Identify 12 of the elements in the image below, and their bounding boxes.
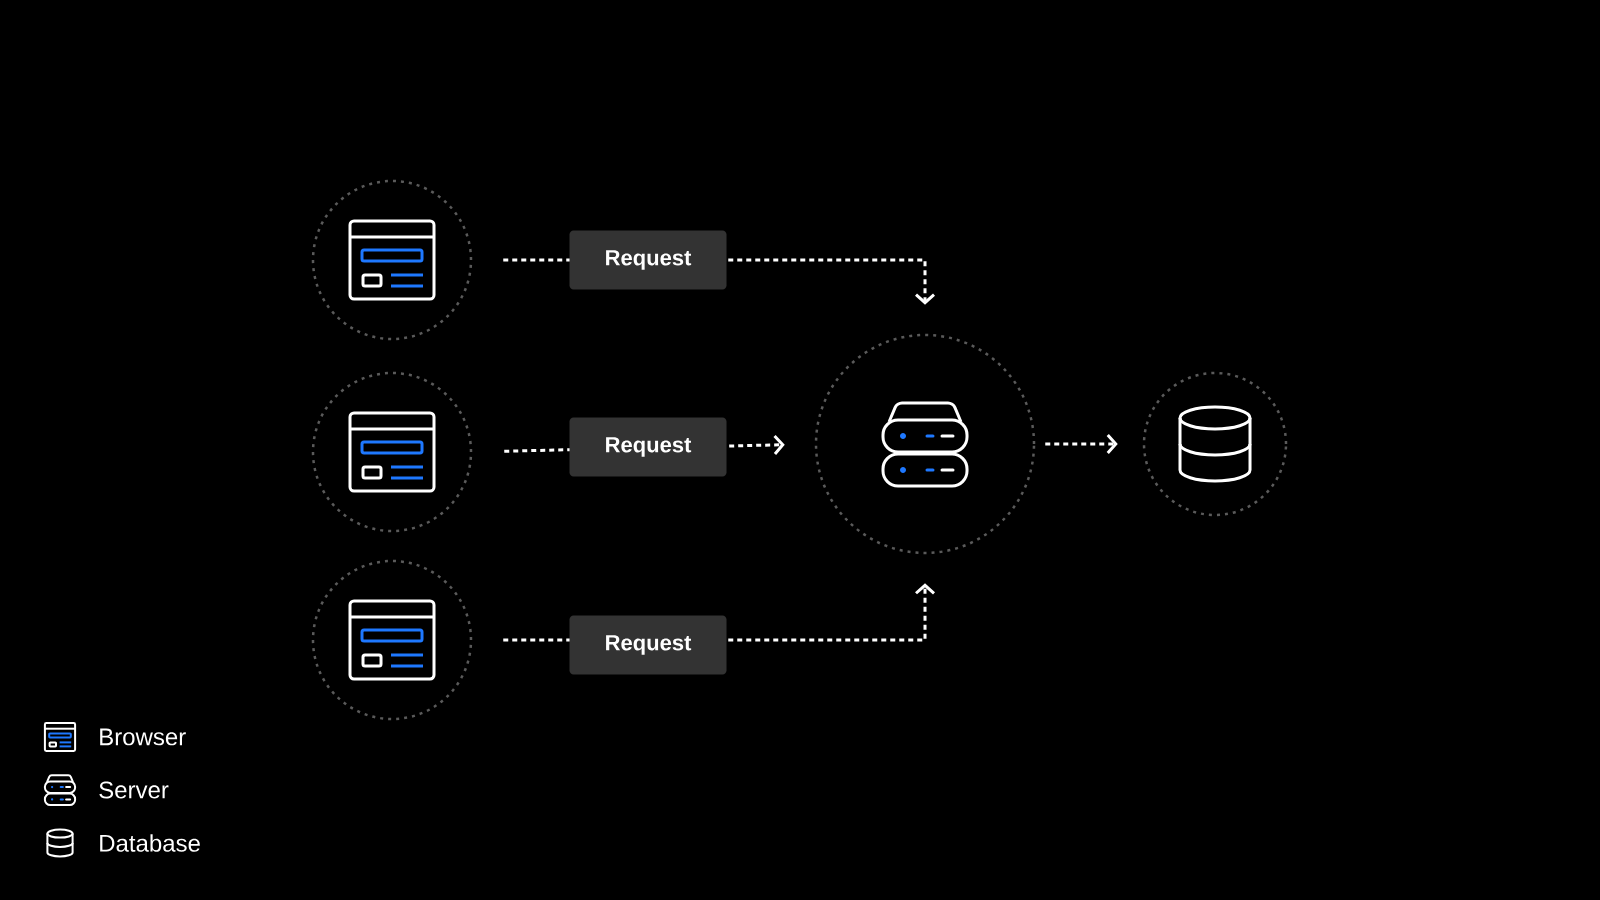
dashed-circle xyxy=(311,179,473,341)
edge-label: Request xyxy=(569,230,727,290)
dashed-circle xyxy=(1142,371,1288,517)
dashed-circle xyxy=(814,333,1036,555)
dashed-circle xyxy=(311,371,473,533)
edge-label: Request xyxy=(569,615,727,675)
arrow xyxy=(1045,434,1118,454)
dashed-circle xyxy=(311,559,473,721)
legend-label: Browser xyxy=(100,728,186,746)
legend-label: Server xyxy=(99,781,169,799)
legend-label: Database xyxy=(100,834,200,852)
edge-label: Request xyxy=(569,417,727,477)
